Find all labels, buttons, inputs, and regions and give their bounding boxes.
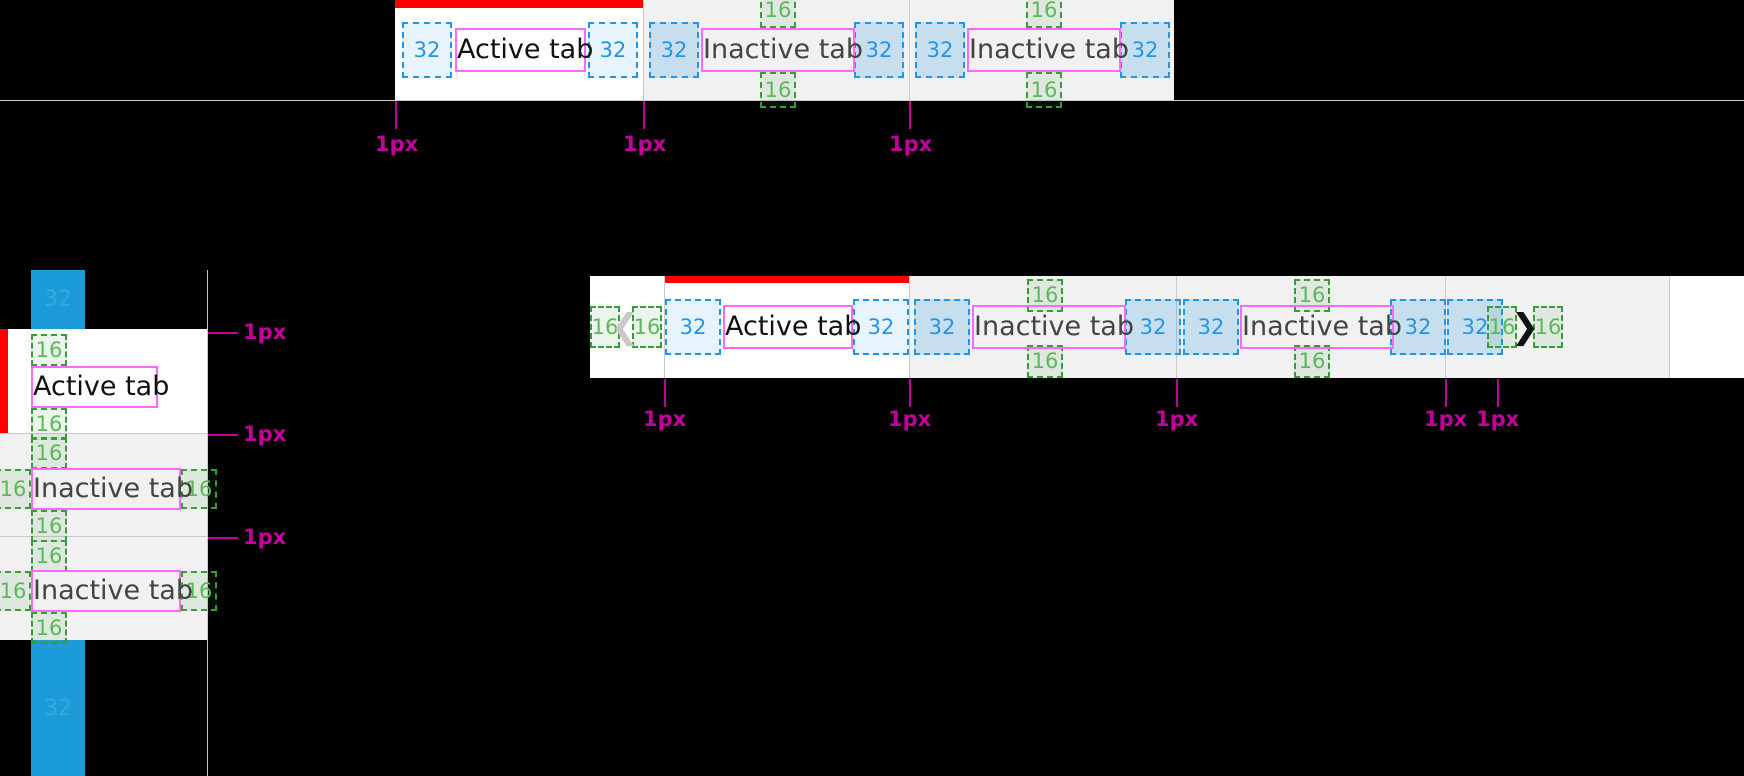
- active-item-surface: [0, 329, 207, 434]
- ruler-tick: [643, 101, 645, 129]
- item-divider: [0, 536, 207, 537]
- margin-bottom-annotation: 16: [760, 72, 796, 108]
- margin-top-annotation: 16: [31, 334, 67, 366]
- tab-label[interactable]: Active tab: [457, 33, 594, 65]
- ruler-tick: [1176, 379, 1178, 407]
- ruler-label: 1px: [243, 525, 287, 549]
- chevron-left-icon[interactable]: ❮: [610, 307, 640, 347]
- tab-label-box: Inactive tab: [701, 28, 863, 72]
- ruler-label: 1px: [1155, 407, 1199, 431]
- horizontal-tab-bar: [395, 0, 1174, 100]
- ruler-label: 1px: [889, 132, 933, 156]
- tab-divider: [909, 276, 910, 378]
- item-divider: [0, 433, 207, 434]
- prev-margin-left-annotation: 16: [590, 306, 620, 348]
- margin-top-annotation: 16: [31, 540, 67, 572]
- active-tab-surface: [395, 0, 644, 100]
- padding-left-annotation: 32: [665, 299, 721, 355]
- padding-left-annotation: 32: [915, 22, 965, 78]
- padding-right-annotation: 32: [854, 22, 904, 78]
- margin-right-annotation: 16: [181, 469, 217, 509]
- ruler-label: 1px: [888, 407, 932, 431]
- padding-right-annotation: 32: [1390, 299, 1446, 355]
- ruler-tick: [1445, 379, 1447, 407]
- scroll-chip-bottom[interactable]: 32: [31, 640, 85, 776]
- tab-divider: [1176, 276, 1177, 378]
- margin-top-annotation: 16: [1026, 0, 1062, 28]
- list-item-label[interactable]: Inactive tab: [33, 574, 193, 606]
- padding-right-annotation: 32: [1125, 299, 1181, 355]
- tab-label[interactable]: Inactive tab: [969, 33, 1129, 65]
- margin-top-annotation: 16: [31, 437, 67, 469]
- prev-button-surface[interactable]: [590, 276, 664, 378]
- active-tab-indicator: [395, 0, 644, 8]
- chevron-right-icon[interactable]: ❯: [1510, 307, 1540, 347]
- margin-right-annotation: 16: [181, 571, 217, 611]
- active-tab-indicator: [665, 276, 909, 283]
- ruler-label: 1px: [375, 132, 419, 156]
- tab-label-box: Inactive tab: [967, 28, 1129, 72]
- tab-divider: [664, 276, 665, 378]
- tab-label[interactable]: Inactive tab: [974, 310, 1134, 342]
- padding-right-annotation: 32: [1120, 22, 1170, 78]
- tab-label[interactable]: Inactive tab: [703, 33, 863, 65]
- margin-bottom-annotation: 16: [31, 510, 67, 542]
- ruler-label: 1px: [243, 320, 287, 344]
- list-item-label[interactable]: Active tab: [33, 370, 170, 402]
- tab-label-box: Active tab: [455, 28, 593, 72]
- tab-label[interactable]: Active tab: [725, 310, 862, 342]
- margin-bottom-annotation: 16: [31, 408, 67, 440]
- padding-left-annotation: 32: [402, 22, 452, 78]
- tab-label-box: Active tab: [723, 305, 861, 349]
- padding-left-annotation: 32: [914, 299, 970, 355]
- ruler-label: 1px: [643, 407, 687, 431]
- prev-margin-right-annotation: 16: [632, 306, 662, 348]
- ruler-tick: [1497, 379, 1499, 407]
- padding-left-annotation: 32: [1183, 299, 1239, 355]
- list-item-label-box: Inactive tab: [31, 570, 193, 612]
- scrollable-tab-bar: [590, 276, 1744, 378]
- padding-right-annotation: 32: [853, 299, 909, 355]
- ruler-label: 1px: [243, 422, 287, 446]
- ruler-tick: [208, 332, 238, 334]
- ruler-label: 1px: [1476, 407, 1520, 431]
- next-padding-annotation: 32: [1447, 299, 1503, 355]
- ruler-tick: [909, 379, 911, 407]
- tab-label-box: Inactive tab: [1240, 305, 1402, 349]
- ruler-tick: [664, 379, 666, 407]
- tab-divider: [1669, 276, 1670, 378]
- ruler-tick: [208, 434, 238, 436]
- list-item-label[interactable]: Inactive tab: [33, 472, 193, 504]
- ruler-label: 1px: [1424, 407, 1468, 431]
- padding-left-annotation: 32: [649, 22, 699, 78]
- next-margin-left-annotation: 16: [1487, 306, 1517, 348]
- tab-label-box: Inactive tab: [972, 305, 1134, 349]
- active-item-indicator: [0, 329, 8, 434]
- scroll-chip-top[interactable]: 32: [31, 270, 85, 329]
- ruler-label: 1px: [623, 132, 667, 156]
- panel-edge-guide: [207, 270, 208, 776]
- ruler-tick: [395, 101, 397, 129]
- tab-label[interactable]: Inactive tab: [1242, 310, 1402, 342]
- margin-left-annotation: 16: [0, 571, 31, 611]
- baseline-guide: [0, 100, 1744, 101]
- tab-divider: [643, 0, 644, 100]
- list-item-label-box: Inactive tab: [31, 468, 193, 510]
- margin-top-annotation: 16: [760, 0, 796, 28]
- margin-bottom-annotation: 16: [1294, 345, 1330, 378]
- margin-bottom-annotation: 16: [1026, 72, 1062, 108]
- margin-left-annotation: 16: [0, 469, 31, 509]
- tab-divider: [909, 0, 910, 100]
- vertical-tab-list: [0, 329, 207, 640]
- margin-bottom-annotation: 16: [1027, 345, 1063, 378]
- padding-right-annotation: 32: [588, 22, 638, 78]
- margin-bottom-annotation: 16: [31, 612, 67, 644]
- next-button-surface[interactable]: [1670, 276, 1744, 378]
- ruler-tick: [208, 537, 238, 539]
- ruler-tick: [909, 101, 911, 129]
- next-margin-right-annotation: 16: [1533, 306, 1563, 348]
- active-tab-surface: [665, 276, 909, 378]
- list-item-label-box: Active tab: [31, 366, 169, 408]
